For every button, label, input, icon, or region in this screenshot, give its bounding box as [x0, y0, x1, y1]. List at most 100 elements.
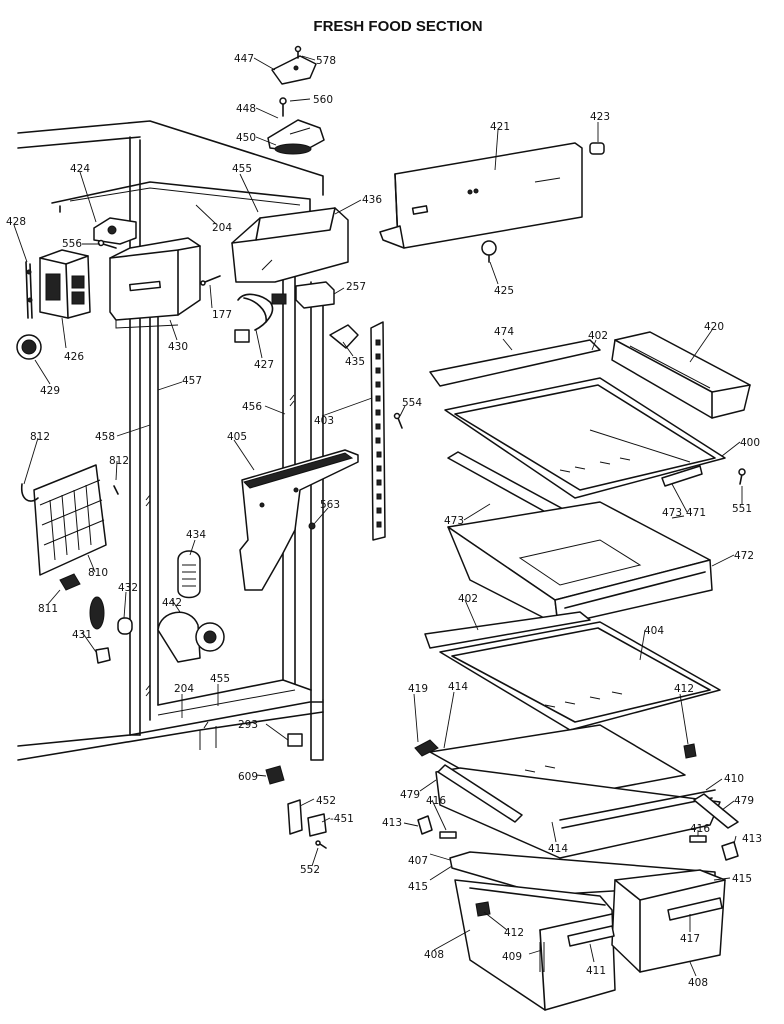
part-402-shelf-rail[interactable] — [424, 611, 591, 649]
part-428-bracket[interactable] — [25, 261, 33, 319]
label-456: 456 — [242, 401, 262, 413]
label-423: 423 — [590, 111, 610, 123]
label-578: 578 — [316, 55, 336, 67]
part-560-screw[interactable] — [279, 97, 287, 117]
part-430-housing[interactable] — [109, 237, 201, 329]
part-479-rail-left[interactable] — [437, 764, 523, 823]
part-474-shelf-rail[interactable] — [429, 339, 601, 387]
label-414-bottom: 414 — [548, 843, 568, 855]
label-810: 810 — [88, 567, 108, 579]
label-420: 420 — [704, 321, 724, 333]
part-563-screw[interactable] — [308, 522, 316, 530]
part-419-bracket[interactable] — [414, 739, 439, 757]
part-451-hinge[interactable] — [307, 813, 327, 837]
part-420-bin[interactable] — [611, 331, 751, 419]
part-412-clip[interactable] — [683, 743, 697, 759]
label-413-right: 413 — [742, 833, 762, 845]
part-811-cap[interactable] — [59, 573, 81, 591]
label-407: 407 — [408, 855, 428, 867]
part-812-wire[interactable] — [20, 483, 119, 502]
part-578-screw[interactable] — [294, 45, 302, 59]
part-425-knob[interactable] — [481, 240, 497, 263]
label-402-top: 402 — [588, 330, 608, 342]
label-204-bottom: 204 — [174, 683, 194, 695]
label-479-right: 479 — [734, 795, 754, 807]
label-413-left: 413 — [382, 817, 402, 829]
label-408-left: 408 — [424, 949, 444, 961]
part-426-lamp-housing[interactable] — [39, 249, 91, 319]
part-400-shelf[interactable] — [444, 377, 726, 499]
label-415-left: 415 — [408, 881, 428, 893]
label-416-left: 416 — [426, 795, 446, 807]
part-436-control-housing[interactable] — [231, 207, 349, 283]
part-411-handle[interactable] — [567, 925, 615, 947]
label-560: 560 — [313, 94, 333, 106]
part-435-bracket[interactable] — [329, 324, 359, 349]
part-403-shelf-ladder[interactable] — [370, 321, 386, 541]
part-416-roller[interactable] — [439, 831, 707, 843]
part-424-bracket[interactable] — [93, 217, 137, 245]
label-448: 448 — [236, 103, 256, 115]
label-457: 457 — [182, 375, 202, 387]
part-293-clip[interactable] — [287, 733, 303, 747]
part-404-shelf[interactable] — [439, 621, 721, 731]
label-447: 447 — [234, 53, 254, 65]
label-408-right: 408 — [688, 977, 708, 989]
label-419: 419 — [408, 683, 428, 695]
part-409-label[interactable] — [539, 942, 545, 972]
label-812-right: 812 — [109, 455, 129, 467]
part-434-grille[interactable] — [177, 550, 201, 599]
label-471: 471 — [686, 507, 706, 519]
label-412-bottom: 412 — [504, 927, 524, 939]
part-labels: 447 578 448 560 450 421 423 424 455 436 … — [6, 53, 762, 989]
label-421: 421 — [490, 121, 510, 133]
part-431-bulb[interactable] — [89, 596, 111, 664]
label-415-right: 415 — [732, 873, 752, 885]
part-413-clip-right[interactable] — [721, 841, 739, 861]
part-412-clip-lower[interactable] — [475, 901, 491, 917]
label-177: 177 — [212, 309, 232, 321]
label-451: -451 — [330, 813, 354, 825]
part-257-switch[interactable] — [295, 281, 335, 309]
part-479-rail-right[interactable] — [693, 793, 739, 829]
part-552-screw[interactable] — [315, 840, 327, 849]
part-413-clip-left[interactable] — [417, 815, 433, 835]
part-442-fan[interactable] — [157, 611, 225, 663]
label-442: 442 — [162, 597, 182, 609]
label-556: 556 — [62, 238, 82, 250]
part-452-bracket[interactable] — [287, 799, 303, 835]
part-810-evaporator[interactable] — [33, 464, 107, 576]
part-408-crisper-right[interactable] — [611, 869, 726, 973]
label-424: 424 — [70, 163, 90, 175]
part-448-housing[interactable] — [267, 119, 325, 153]
label-411: 411 — [586, 965, 606, 977]
part-450-lamp-socket[interactable] — [274, 143, 312, 155]
label-204-top: 204 — [212, 222, 232, 234]
diagram-title: FRESH FOOD SECTION — [313, 18, 482, 35]
label-455-top: 455 — [232, 163, 252, 175]
label-434: 434 — [186, 529, 206, 541]
part-410-pan-cover[interactable] — [435, 767, 721, 859]
label-554: 554 — [402, 397, 422, 409]
part-417-handle[interactable] — [667, 897, 723, 921]
part-472-drawer[interactable] — [447, 501, 713, 626]
part-609-cover[interactable] — [265, 765, 285, 785]
label-429: 429 — [40, 385, 60, 397]
part-427-wire-harness[interactable] — [234, 293, 287, 343]
part-429-bulb[interactable] — [16, 334, 42, 360]
label-431: 431 — [72, 629, 92, 641]
part-423-knob[interactable] — [589, 142, 605, 155]
label-426: 426 — [64, 351, 84, 363]
part-554-screw[interactable] — [393, 412, 403, 429]
part-447-cover[interactable] — [271, 55, 317, 85]
part-551-screw[interactable] — [738, 468, 746, 485]
part-177-screw[interactable] — [200, 275, 221, 286]
part-405-bracket[interactable] — [239, 449, 359, 591]
part-432-lamp[interactable] — [117, 617, 133, 635]
part-408-crisper-left[interactable] — [454, 879, 616, 1011]
label-416-right: 416 — [690, 823, 710, 835]
label-551: 551 — [732, 503, 752, 515]
label-473-right: 473 — [662, 507, 682, 519]
part-421-control-panel[interactable] — [379, 142, 583, 249]
